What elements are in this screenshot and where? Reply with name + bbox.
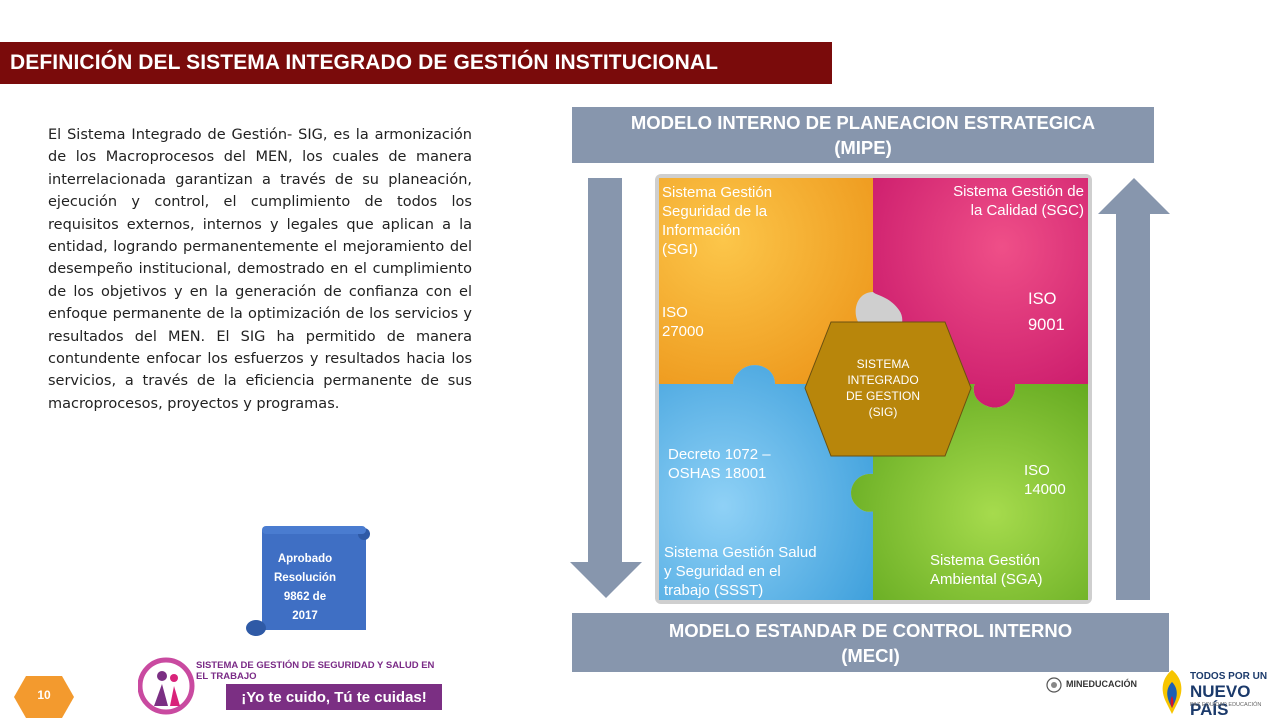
ssst-label: Sistema Gestión Salud y Seguridad en el …	[664, 543, 817, 600]
gov-slogan-line-2: NUEVO PAÍS	[1190, 682, 1251, 719]
approval-line-4: 2017	[292, 610, 318, 622]
ministry-logo-text: MINEDUCACIÓN	[1066, 679, 1137, 689]
sgc-iso-line-2: 9001	[1028, 316, 1065, 334]
sgi-iso-line-2: 27000	[662, 323, 704, 340]
sgi-piece	[659, 178, 873, 385]
sgi-line-2: Seguridad de la	[662, 203, 768, 220]
approval-line-1: Aprobado	[277, 553, 333, 565]
sst-program-name: SISTEMA DE GESTIÓN DE SEGURIDAD Y SALUD …	[196, 660, 435, 682]
gov-slogan-line-1: TODOS POR UN	[1190, 671, 1268, 682]
sgc-line-2: la Calidad (SGC)	[970, 202, 1084, 219]
meci-line-2: (MECI)	[841, 644, 900, 666]
gov-slogan-line-3: PAZ EQUIDAD EDUCACIÓN	[1190, 702, 1262, 708]
sgi-label: Sistema Gestión Seguridad de la Informac…	[662, 183, 772, 259]
sga-iso-line-1: ISO	[1024, 462, 1050, 479]
sig-center-label: SISTEMA INTEGRADO DE GESTION (SIG)	[826, 356, 940, 420]
page-number-badge	[14, 676, 74, 718]
sga-line-1: Sistema Gestión	[930, 552, 1041, 569]
approval-line-3: 9862 de	[283, 591, 327, 603]
sga-label: Sistema Gestión Ambiental (SGA)	[930, 551, 1043, 589]
sgc-iso: ISO 9001	[1028, 286, 1065, 338]
sig-line-1: SISTEMA	[856, 357, 910, 371]
sgi-line-3: Información	[662, 222, 741, 239]
meci-line-1: MODELO ESTANDAR DE CONTROL INTERNO	[668, 619, 1073, 641]
title-bar: DEFINICIÓN DEL SISTEMA INTEGRADO DE GEST…	[0, 42, 832, 84]
sig-hexagon	[804, 321, 972, 457]
mipe-line-1: MODELO INTERNO DE PLANEACION ESTRATEGICA	[630, 112, 1096, 133]
coat-of-arms-icon	[1046, 677, 1062, 693]
approval-text: Aprobado Resolución 9862 de 2017	[262, 550, 348, 626]
slogan: ¡Yo te cuido, Tú te cuidas!	[226, 684, 442, 710]
sga-iso-line-2: 14000	[1024, 481, 1066, 498]
mipe-line-2: (MIPE)	[834, 137, 892, 158]
sig-line-2: INTEGRADO	[847, 373, 919, 387]
sgi-iso: ISO 27000	[662, 303, 704, 341]
sgc-label: Sistema Gestión de la Calidad (SGC)	[916, 182, 1084, 220]
sst-logo-icon	[138, 657, 195, 715]
meci-band: MODELO ESTANDAR DE CONTROL INTERNO (MECI…	[572, 613, 1169, 672]
puzzle-diagram	[655, 174, 1092, 604]
approval-line-2: Resolución	[274, 572, 336, 584]
mipe-band: MODELO INTERNO DE PLANEACION ESTRATEGICA…	[572, 107, 1154, 163]
ssst-decree-line-2: OSHAS 18001	[668, 465, 767, 482]
government-logo-icon	[1162, 670, 1182, 714]
definition-paragraph: El Sistema Integrado de Gestión- SIG, es…	[48, 127, 472, 412]
approval-scroll	[246, 526, 370, 636]
sgi-line-4: (SGI)	[662, 241, 698, 258]
page-number: 10	[37, 688, 51, 702]
ssst-line-2: y Seguridad en el	[664, 563, 781, 580]
ssst-line-3: trabajo (SSST)	[664, 582, 764, 599]
page-title: DEFINICIÓN DEL SISTEMA INTEGRADO DE GEST…	[10, 51, 719, 74]
sgc-iso-line-1: ISO	[1028, 290, 1057, 308]
sga-line-2: Ambiental (SGA)	[930, 571, 1043, 588]
ssst-decree-line-1: Decreto 1072 –	[668, 446, 771, 463]
sga-iso: ISO 14000	[1024, 461, 1066, 499]
sgi-iso-line-1: ISO	[662, 304, 688, 321]
sig-line-3: DE GESTION	[845, 389, 920, 403]
ssst-decree: Decreto 1072 – OSHAS 18001	[668, 445, 771, 483]
up-arrow-icon	[1098, 178, 1170, 600]
down-arrow-icon	[570, 178, 642, 598]
sig-line-4: (SIG)	[868, 405, 898, 419]
sgi-line-1: Sistema Gestión	[662, 184, 773, 201]
sgc-line-1: Sistema Gestión de	[953, 183, 1084, 200]
ssst-line-1: Sistema Gestión Salud	[664, 544, 817, 561]
